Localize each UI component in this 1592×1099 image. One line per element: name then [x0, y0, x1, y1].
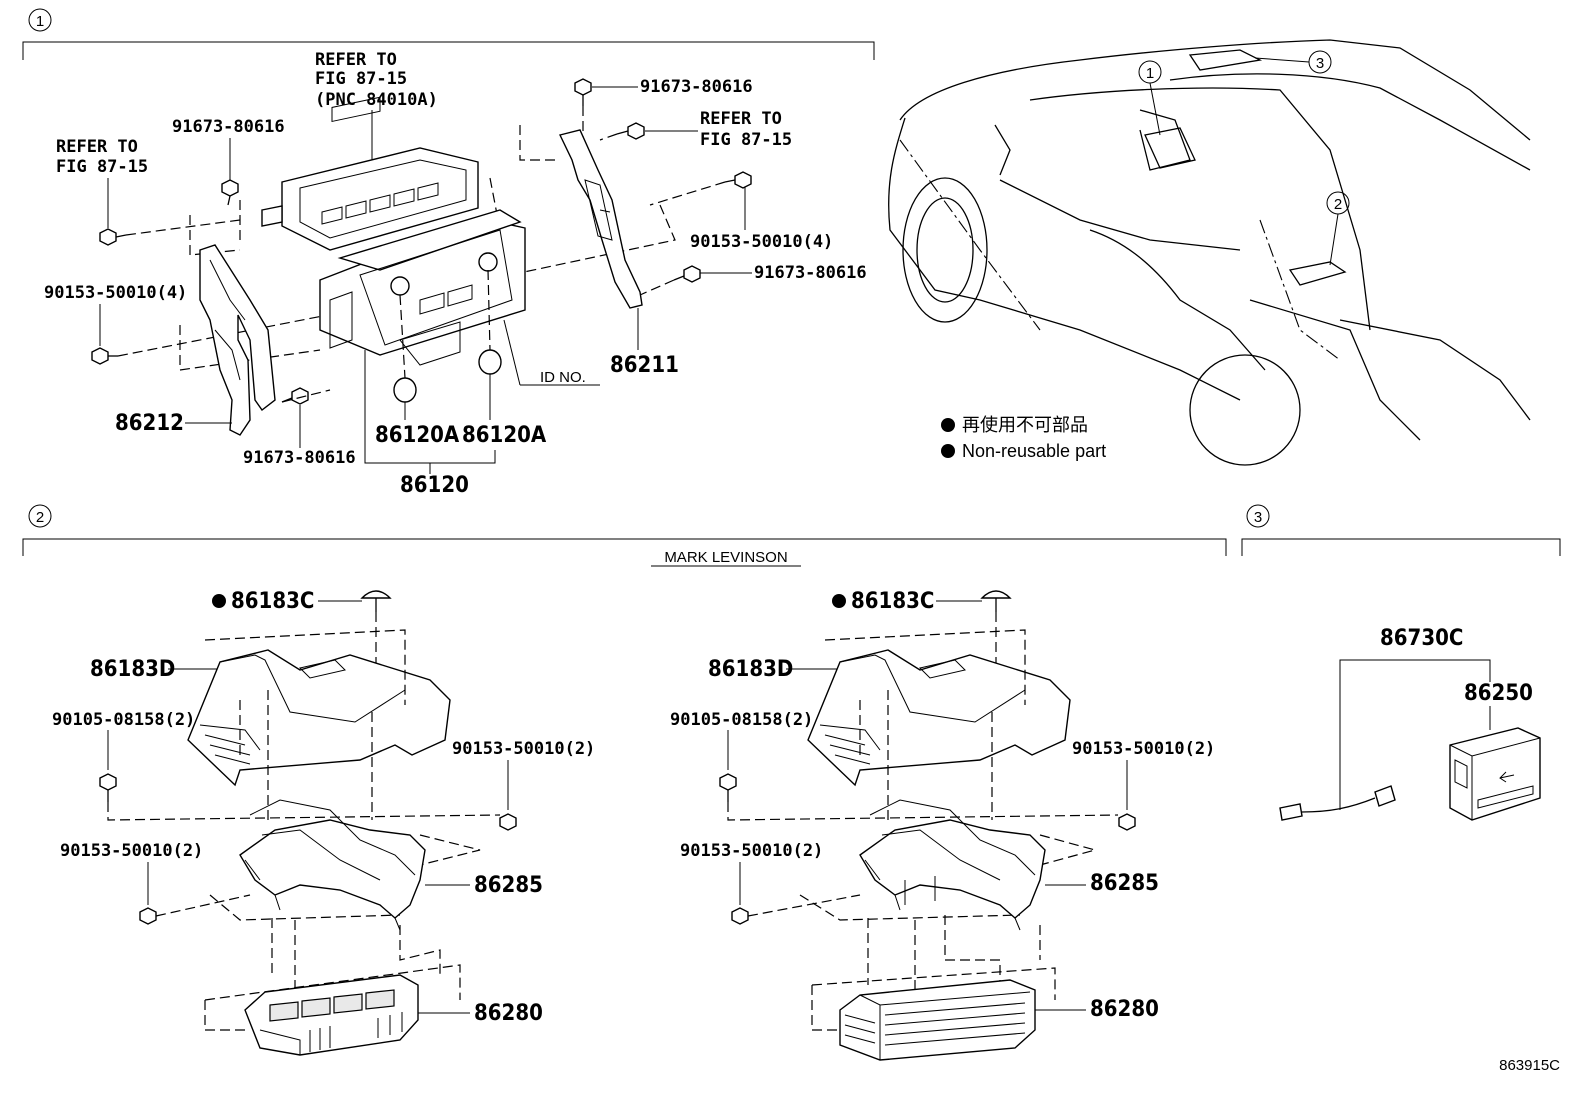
legend: 再使用不可部品 Non-reusable part — [941, 415, 1106, 461]
bolt-icon — [91, 347, 118, 365]
knob-icon — [478, 349, 502, 375]
section-1-marker: 1 — [36, 13, 44, 30]
knob-86120a-right: 86120A — [462, 423, 547, 448]
clip-86183c-label-left: 86183C — [231, 589, 314, 614]
knob-86120a-left: 86120A — [375, 423, 460, 448]
non-reusable-bullet-icon — [832, 594, 846, 608]
section-3-diagram: 86730C 86250 — [1279, 626, 1541, 821]
bracket-86285-label-left: 86285 — [474, 873, 543, 898]
section-3-marker: 3 — [1254, 509, 1262, 526]
bolt-90105-label-left: 90105-08158(2) — [52, 710, 195, 730]
screw-90153-right-label-right: 90153-50010(2) — [1072, 739, 1215, 759]
figure-code: 863915C — [1499, 1057, 1560, 1074]
vehicle-callout-1: 1 — [1146, 65, 1154, 82]
vehicle-callout-2: 2 — [1334, 196, 1342, 213]
vehicle-callout-3: 3 — [1316, 55, 1324, 72]
bracket-86211 — [558, 129, 643, 309]
screw-90153-left-label-left: 90153-50010(2) — [60, 841, 203, 861]
section-1-header: 1 — [22, 8, 875, 60]
bolt-icon — [616, 122, 645, 140]
clip-86183c-label-right: 86183C — [851, 589, 934, 614]
head-unit-86120-label: 86120 — [400, 473, 469, 498]
refer-top-line-1: REFER TO — [315, 50, 397, 70]
bolt-icon — [673, 265, 701, 283]
head-unit-86120 — [319, 209, 600, 386]
id-no-label: ID NO. — [540, 369, 586, 386]
bracket-86285-label-right: 86285 — [1090, 871, 1159, 896]
bolt-91673-bottom: 91673-80616 — [243, 448, 356, 468]
bolt-91673-top-right: 91673-80616 — [640, 77, 753, 97]
refer-top-line-2: FIG 87-15 — [315, 69, 407, 89]
amplifier-assembly-left: 86183C 86183D 90105-08158(2) 90153-50010… — [52, 589, 595, 1056]
cover-86183d-label-right: 86183D — [708, 657, 793, 682]
refer-right-line-2: FIG 87-15 — [700, 130, 792, 150]
bolt-icon — [99, 228, 127, 246]
climate-panel — [261, 96, 479, 251]
screw-90153-left: 90153-50010(4) — [44, 283, 187, 303]
amplifier-assembly-right: 86183C 86183D 90105-08158(2) 90153-50010… — [670, 589, 1215, 1061]
cover-86183d-label-left: 86183D — [90, 657, 175, 682]
legend-jp: 再使用不可部品 — [962, 415, 1088, 435]
amplifier-86280-label-left: 86280 — [474, 1001, 543, 1026]
harness-connector — [1279, 785, 1396, 821]
refer-left-line-1: REFER TO — [56, 137, 138, 157]
bolt-91673-right: 91673-80616 — [754, 263, 867, 283]
bolt-90105-label-right: 90105-08158(2) — [670, 710, 813, 730]
vehicle-location-view: 1 2 3 — [888, 39, 1531, 466]
bracket-86211-label: 86211 — [610, 353, 679, 378]
bolt-icon — [574, 78, 592, 106]
screw-90153-right: 90153-50010(4) — [690, 232, 833, 252]
bolt-icon — [724, 171, 752, 189]
refer-right-line-1: REFER TO — [700, 109, 782, 129]
section-2-header: 2 MARK LEVINSON — [22, 504, 1227, 567]
bolt-icon — [221, 179, 239, 206]
module-86250 — [1449, 727, 1541, 821]
section-1-diagram: REFER TO FIG 87-15 (PNC 84010A) REFER TO… — [44, 50, 867, 498]
screw-90153-right-label-left: 90153-50010(2) — [452, 739, 595, 759]
bracket-86212-label: 86212 — [115, 411, 184, 436]
section-3-header: 3 — [1241, 504, 1561, 556]
bolt-91673-top-left: 91673-80616 — [172, 117, 285, 137]
screw-90153-left-label-right: 90153-50010(2) — [680, 841, 823, 861]
knob-icon — [393, 377, 417, 403]
module-86250-label: 86250 — [1464, 681, 1533, 706]
legend-en: Non-reusable part — [962, 441, 1106, 461]
section-2-marker: 2 — [36, 509, 44, 526]
non-reusable-bullet-icon — [941, 444, 955, 458]
non-reusable-bullet-icon — [941, 418, 955, 432]
non-reusable-bullet-icon — [212, 594, 226, 608]
bracket-86212 — [199, 244, 276, 436]
amplifier-86280-label-right: 86280 — [1090, 997, 1159, 1022]
refer-left-line-2: FIG 87-15 — [56, 157, 148, 177]
section-2-title: MARK LEVINSON — [664, 549, 787, 566]
assy-86730c-label: 86730C — [1380, 626, 1463, 651]
